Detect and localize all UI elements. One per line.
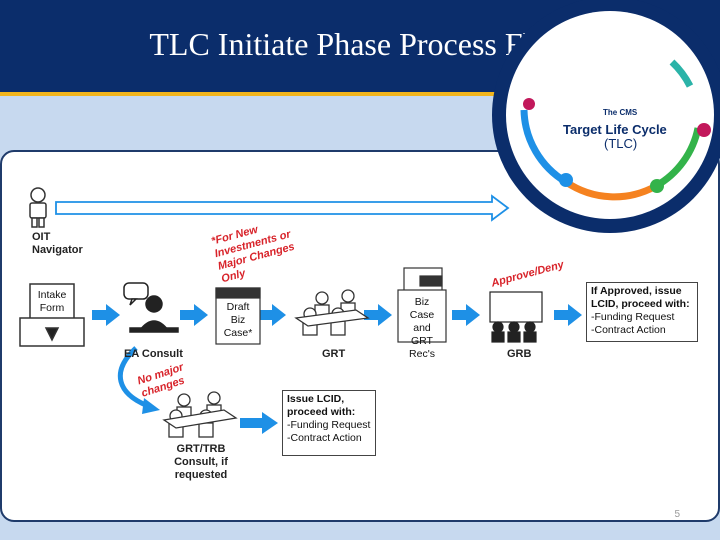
biz-case-doc-icon <box>397 267 447 343</box>
badge-subtitle: The CMS <box>603 108 638 117</box>
intake-form-icon <box>19 283 85 347</box>
navigator-long-arrow <box>55 194 510 222</box>
flow-arrow-5 <box>452 304 480 326</box>
tlc-badge <box>492 0 720 233</box>
badge-abbr: (TLC) <box>604 136 638 151</box>
issue-lcid-item-2: -Contract Action <box>287 432 362 444</box>
intake-form-label: Intake Form <box>37 289 67 314</box>
no-major-changes-curve <box>117 346 149 409</box>
draft-biz-case-label: Draft Biz Case* <box>223 301 253 339</box>
flow-arrow-1 <box>92 304 120 326</box>
approved-item-2: -Contract Action <box>591 324 666 336</box>
ea-consult-label: EA Consult <box>124 348 183 360</box>
ea-consult-icon <box>123 282 179 333</box>
issue-lcid-outcome-box: Issue LCID, proceed with: -Funding Reque… <box>282 390 376 456</box>
flow-arrow-2 <box>180 304 208 326</box>
grt-trb-icon <box>162 391 238 438</box>
grb-icon <box>489 291 543 343</box>
issue-lcid-heading: Issue LCID, proceed with: <box>287 393 356 418</box>
grt-trb-label: GRT/TRB Consult, if requested <box>174 443 228 481</box>
grb-label: GRB <box>507 348 532 360</box>
page-number: 5 <box>674 509 680 520</box>
badge-title: Target Life Cycle <box>563 122 667 137</box>
approved-item-1: -Funding Request <box>591 311 675 323</box>
biz-case-grt-label: Biz Case and GRT Rec's <box>409 296 435 360</box>
grt-label: GRT <box>322 348 346 360</box>
draft-biz-case-doc <box>215 287 261 345</box>
flow-arrow-6 <box>554 304 582 326</box>
page-title: TLC Initiate Phase Process Flow <box>149 26 571 62</box>
issue-lcid-item-1: -Funding Request <box>287 419 371 431</box>
header-accent-rule <box>0 92 720 96</box>
flow-arrow-4 <box>364 304 392 326</box>
oit-navigator-label: OIT Navigator <box>32 231 83 256</box>
grt-icon <box>294 289 370 336</box>
oit-navigator-icon <box>29 187 47 228</box>
flow-arrow-7 <box>240 412 278 434</box>
flow-arrow-3 <box>258 304 286 326</box>
approved-outcome-box: If Approved, issue LCID, proceed with: -… <box>586 282 698 342</box>
approved-heading: If Approved, issue LCID, proceed with: <box>591 285 690 310</box>
